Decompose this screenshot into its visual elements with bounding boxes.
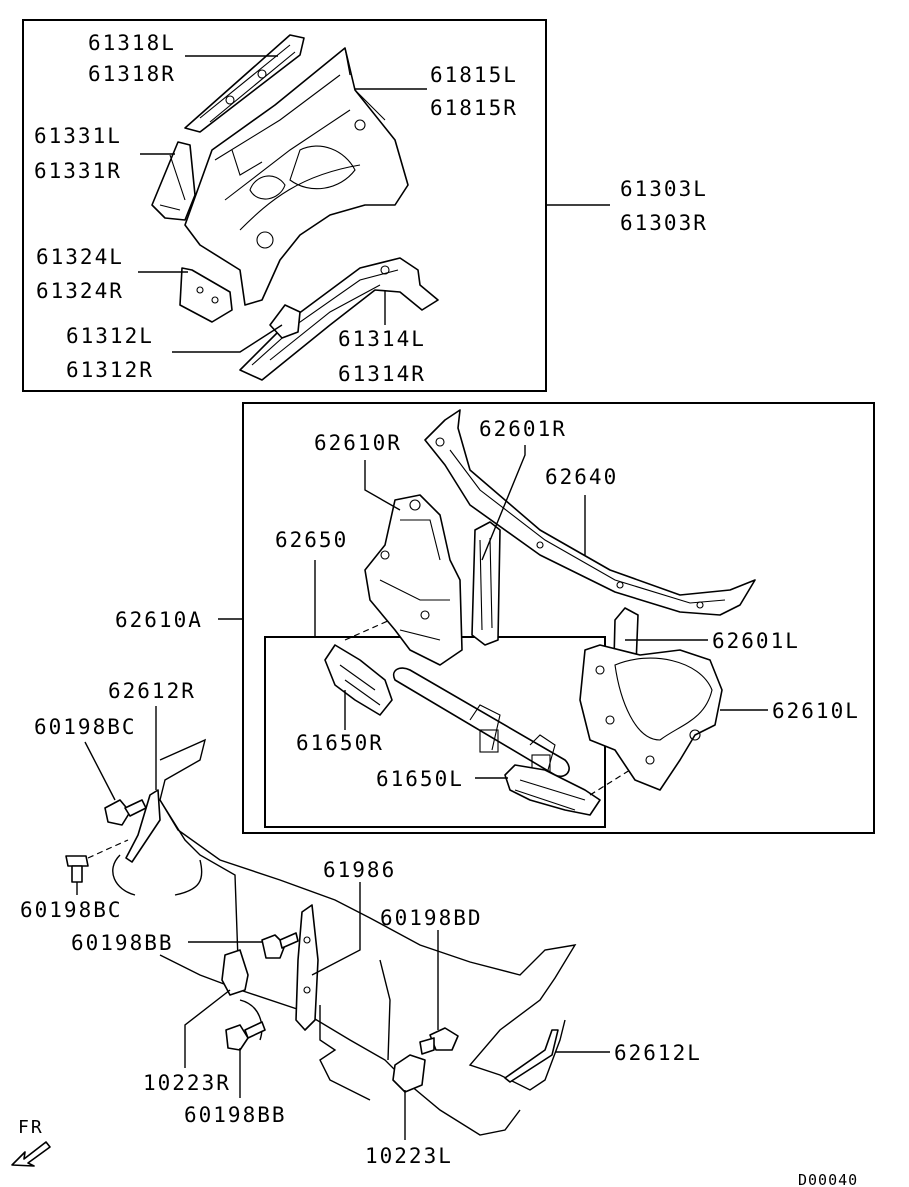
label-61331L: 61331L [34,124,122,148]
label-61312R: 61312R [66,358,154,382]
part-latch-bracket-right [221,949,249,996]
label-60198BD: 60198BD [380,906,483,930]
label-62612L: 62612L [614,1041,702,1065]
part-hood-lock-rod-left [504,1029,559,1083]
label-61318L: 61318L [88,31,176,55]
label-62612R: 62612R [108,679,196,703]
label-61324R: 61324R [36,279,124,303]
label-60198BB-lower: 60198BB [184,1103,287,1127]
part-side-support-left [579,644,723,791]
part-upper-rail [184,34,305,133]
part-hood-lock-support [295,904,319,1031]
part-lower-member [239,257,439,381]
label-61331R: 61331R [34,159,122,183]
label-60198BC-lower: 60198BC [20,898,123,922]
part-support-stay-right [471,521,501,646]
part-bolt-60198bc-a [104,799,147,826]
part-apron-plate [179,267,233,323]
part-bolt-60198bb-b [225,1021,266,1051]
part-bolt-60198bc-b [65,855,89,883]
part-hood-lock-rod-right [125,789,161,863]
label-61650L: 61650L [376,767,464,791]
label-61815L: 61815L [430,63,518,87]
label-62601L: 62601L [712,629,800,653]
label-61986: 61986 [323,858,396,882]
label-10223L: 10223L [365,1144,453,1168]
label-61318R: 61318R [88,62,176,86]
part-bolt-60198bb-a [261,932,299,959]
part-side-support-right [364,494,463,666]
label-61650R: 61650R [296,731,384,755]
label-60198BB-upper: 60198BB [71,931,174,955]
label-61314R: 61314R [338,362,426,386]
part-latch-bracket-left [392,1054,426,1093]
label-10223R: 10223R [143,1071,231,1095]
label-62610A: 62610A [115,608,203,632]
label-62610L: 62610L [772,699,860,723]
part-bolt-60198bd [419,1027,459,1055]
label-61312L: 61312L [66,324,154,348]
label-62650: 62650 [275,528,348,552]
part-fender-apron [184,47,409,306]
label-61314L: 61314L [338,327,426,351]
label-62601R: 62601R [479,417,567,441]
part-lower-support-bar [392,667,570,778]
part-bracket-right [324,644,393,716]
part-apron-bracket [151,141,196,221]
label-61815R: 61815R [430,96,518,120]
label-61324L: 61324L [36,245,124,269]
label-61303R: 61303R [620,211,708,235]
label-61303L: 61303L [620,177,708,201]
front-direction-arrow-icon [11,1141,51,1167]
part-upper-support-bar [424,409,756,616]
front-indicator-label: FR [18,1117,44,1138]
diagram-code: D00040 [798,1171,858,1187]
part-bracket-left [504,764,601,816]
label-62640: 62640 [545,465,618,489]
label-62610R: 62610R [314,431,402,455]
part-small-bracket [269,304,301,339]
group-frame-radiator-support [242,402,875,834]
label-60198BC-upper: 60198BC [34,715,137,739]
